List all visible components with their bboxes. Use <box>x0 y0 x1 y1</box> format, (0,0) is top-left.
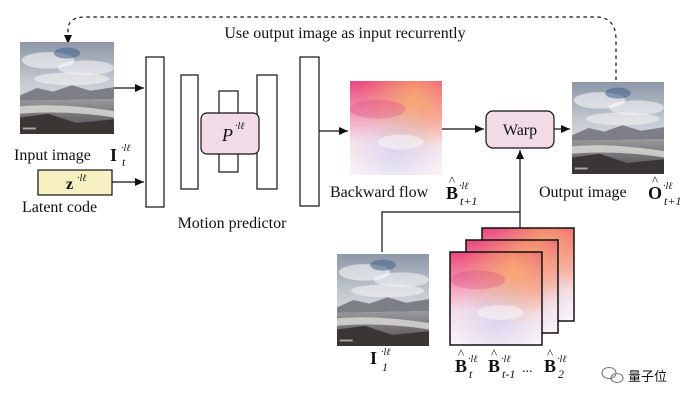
svg-text:t+1: t+1 <box>460 194 477 208</box>
flow-stack <box>449 227 575 346</box>
predictor-encoder-bar-2 <box>180 74 199 190</box>
first-frame-image <box>337 254 429 346</box>
svg-text:Backward flow: Backward flow <box>330 184 429 201</box>
svg-text:B: B <box>446 183 458 203</box>
svg-text:z: z <box>66 176 73 193</box>
predictor-decoder-bar-1 <box>299 56 320 207</box>
svg-text:Output image: Output image <box>539 184 627 201</box>
warp-block: Warp <box>485 110 555 149</box>
wechat-icon <box>601 366 624 384</box>
svg-text:t: t <box>469 367 473 381</box>
svg-text:t-1: t-1 <box>502 367 515 381</box>
latent-code-box: z ·lℓ <box>37 169 113 196</box>
svg-text:Warp: Warp <box>503 122 537 139</box>
svg-text:I: I <box>370 348 377 368</box>
first-frame-caption: I ·lℓ 1 <box>370 347 390 374</box>
svg-text:·lℓ: ·lℓ <box>468 354 477 365</box>
svg-text:Input image: Input image <box>14 147 91 164</box>
svg-text:·lℓ: ·lℓ <box>381 347 390 358</box>
connector-first-frame-to-warp <box>381 211 520 252</box>
svg-text:I: I <box>110 145 117 165</box>
svg-text:^: ^ <box>652 173 658 188</box>
loop-label: Use output image as input recurrently <box>224 25 465 42</box>
motion-predictor-label: Motion predictor <box>178 215 288 232</box>
svg-text:P: P <box>221 125 233 145</box>
input-image <box>20 42 114 134</box>
input-image-caption: Input image I ·lℓ t <box>14 143 130 169</box>
svg-text:·lℓ: ·lℓ <box>459 181 468 192</box>
output-image-caption: Output image ^ O ·lℓ t+1 <box>539 173 681 208</box>
svg-text:·lℓ: ·lℓ <box>235 121 244 132</box>
svg-text:^: ^ <box>449 173 455 188</box>
backward-flow-caption: Backward flow ^ B ·lℓ t+1 <box>330 173 477 208</box>
latent-code-label: Latent code <box>22 199 97 216</box>
flow-stack-layer-front <box>449 251 543 346</box>
flow-stack-caption: ^ B ·lℓ t ^ B ·lℓ t-1 ... ^ B ·lℓ 2 <box>455 346 566 381</box>
svg-text:B: B <box>455 356 467 376</box>
svg-text:B: B <box>488 356 500 376</box>
predictor-block: P ·lℓ <box>200 112 260 155</box>
svg-text:量子位: 量子位 <box>628 370 667 385</box>
svg-text:O: O <box>648 183 662 203</box>
output-image <box>572 82 664 174</box>
svg-text:B: B <box>544 356 556 376</box>
backward-flow-image <box>350 81 442 175</box>
svg-text:t: t <box>122 155 126 169</box>
svg-text:1: 1 <box>382 360 388 374</box>
svg-text:·lℓ: ·lℓ <box>663 181 672 192</box>
predictor-decoder-bar-3 <box>256 74 278 190</box>
svg-text:·lℓ: ·lℓ <box>77 173 86 184</box>
svg-text:^: ^ <box>458 346 464 361</box>
svg-text:·lℓ: ·lℓ <box>501 354 510 365</box>
svg-text:^: ^ <box>547 346 553 361</box>
loop-arrow <box>64 16 617 80</box>
svg-text:t+1: t+1 <box>664 194 681 208</box>
watermark: 量子位 <box>601 366 667 385</box>
svg-text:...: ... <box>522 361 533 376</box>
svg-text:^: ^ <box>491 346 497 361</box>
svg-text:2: 2 <box>558 367 564 381</box>
predictor-encoder-bar-1 <box>145 56 165 208</box>
svg-text:·lℓ: ·lℓ <box>121 143 130 154</box>
svg-text:·lℓ: ·lℓ <box>557 354 566 365</box>
